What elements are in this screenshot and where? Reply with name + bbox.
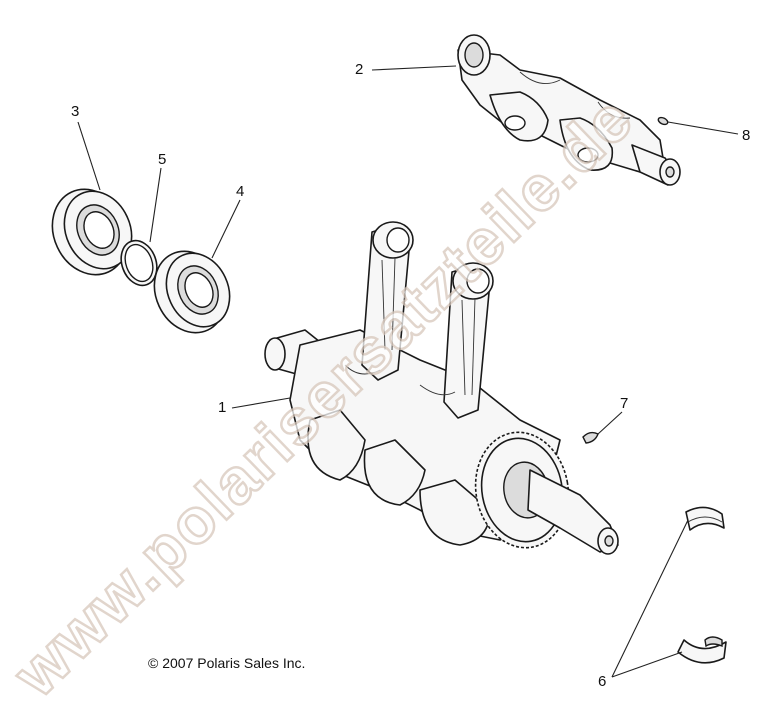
- bearing-shell-upper-part-6[interactable]: [685, 506, 725, 531]
- callout-5: 5: [158, 151, 167, 168]
- ring-part-5[interactable]: [115, 236, 163, 291]
- callout-6: 6: [598, 673, 607, 690]
- crankshaft-part-1[interactable]: [264, 221, 619, 555]
- callout-3: 3: [71, 103, 80, 120]
- bearing-part-4[interactable]: [141, 240, 241, 345]
- bearing-shell-lower-part-6[interactable]: [677, 636, 727, 664]
- watermark-text: www.polarisersatzteile.de: [0, 82, 647, 704]
- watermark: www.polarisersatzteile.de: [0, 80, 648, 704]
- copyright-notice: © 2007 Polaris Sales Inc.: [148, 655, 306, 671]
- callout-4: 4: [236, 183, 245, 200]
- callout-8: 8: [742, 127, 751, 144]
- key-part-7[interactable]: [582, 431, 599, 444]
- key-part-8[interactable]: [657, 116, 669, 126]
- callout-1: 1: [218, 399, 227, 416]
- leader-lines: [77, 65, 739, 678]
- balance-shaft-part[interactable]: [457, 34, 681, 186]
- bearing-part-3[interactable]: [39, 177, 144, 287]
- callout-2: 2: [355, 61, 364, 78]
- callout-7: 7: [620, 395, 629, 412]
